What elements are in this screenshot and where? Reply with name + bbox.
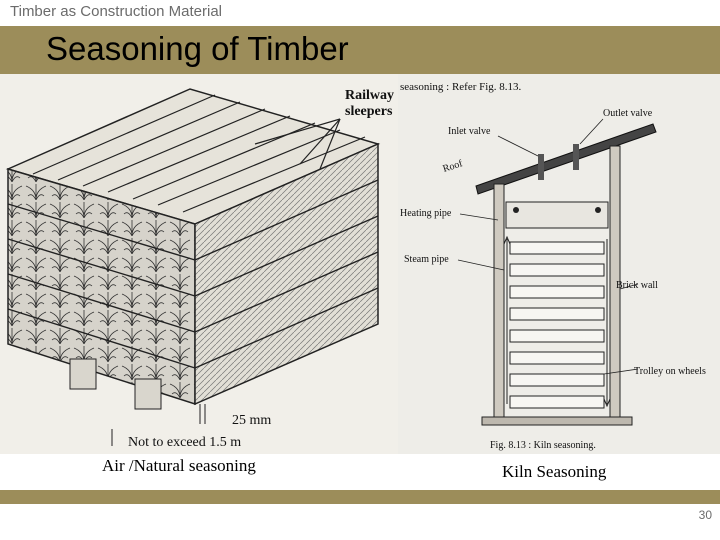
steam-pipe-label: Steam pipe xyxy=(404,254,449,265)
slide-title: Seasoning of Timber xyxy=(46,30,349,67)
air-seasoning-figure: Railway sleepers 25 mm Not to exceed 1.5… xyxy=(0,74,398,454)
timber-stack-drawing: Railway sleepers 25 mm Not to exceed 1.5… xyxy=(0,74,398,454)
footer-band xyxy=(0,490,720,504)
section-title: Timber as Construction Material xyxy=(10,3,223,20)
trolley-label: Trolley on wheels xyxy=(634,366,706,377)
inlet-valve-label: Inlet valve xyxy=(448,126,491,137)
kiln-seasoning-caption: Kiln Seasoning xyxy=(502,462,607,481)
outlet-valve-label: Outlet valve xyxy=(603,108,653,119)
railway-label: Railway xyxy=(345,88,394,103)
sleepers-label: sleepers xyxy=(345,104,393,119)
kiln-fig-caption: Fig. 8.13 : Kiln seasoning. xyxy=(490,440,596,451)
section-header: Timber as Construction Material xyxy=(0,0,720,26)
gap-label: 25 mm xyxy=(232,413,271,428)
heating-pipe-label: Heating pipe xyxy=(400,208,452,219)
kiln-top-text: seasoning : Refer Fig. 8.13. xyxy=(400,81,522,93)
title-band: Seasoning of Timber xyxy=(0,26,720,74)
page-number: 30 xyxy=(698,508,712,522)
limit-label: Not to exceed 1.5 m xyxy=(128,435,241,450)
kiln-drawing: seasoning : Refer Fig. 8.13. xyxy=(398,74,720,454)
brick-wall-label: Brick wall xyxy=(616,280,658,291)
air-seasoning-caption: Air /Natural seasoning xyxy=(102,456,256,475)
kiln-seasoning-figure: seasoning : Refer Fig. 8.13. xyxy=(398,74,720,454)
